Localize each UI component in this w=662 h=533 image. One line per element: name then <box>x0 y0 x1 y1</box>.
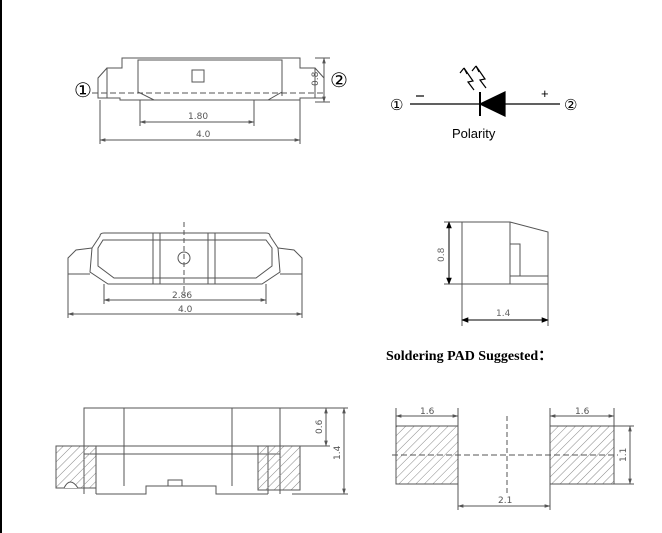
side-view-width-dim: 1.4 <box>496 309 511 319</box>
left-border-line <box>0 0 2 533</box>
soldering-pad-gap-dim: 2.1 <box>498 496 512 506</box>
top-view-inner-dim: 1.80 <box>188 112 208 122</box>
soldering-pad-height-dim: 1.1 <box>619 448 629 462</box>
top-view-overall-dim: 4.0 <box>196 130 211 140</box>
front-view-left-pad <box>55 445 97 489</box>
polarity-pin1-label: ① <box>390 96 403 114</box>
front-view <box>83 407 348 495</box>
top-view-pin2-label: ② <box>330 68 348 92</box>
front-view-total-dim: 1.4 <box>333 445 343 460</box>
polarity-plus-sign: + <box>541 86 549 101</box>
top-view-pin1-label: ① <box>74 78 92 102</box>
soldering-pad-left-width-dim: 1.6 <box>420 407 435 417</box>
side-view-height-dim: 0.8 <box>437 247 447 262</box>
bottom-view-inner-dim: 2.86 <box>172 291 192 301</box>
soldering-pad-heading: Soldering PAD Suggested： <box>386 349 552 364</box>
bottom-view <box>67 222 303 318</box>
front-view-top-dim: 0.6 <box>315 419 325 434</box>
bottom-view-overall-dim: 4.0 <box>178 305 193 315</box>
top-view <box>92 57 330 144</box>
top-view-height-dim: 0.8 <box>311 71 321 86</box>
soldering-pad-drawing <box>392 408 634 510</box>
polarity-pin2-label: ② <box>564 96 577 114</box>
polarity-label: Polarity <box>452 126 496 141</box>
soldering-pad-right-width-dim: 1.6 <box>575 407 590 417</box>
front-view-right-pad <box>257 445 301 491</box>
polarity-symbol <box>410 65 560 117</box>
